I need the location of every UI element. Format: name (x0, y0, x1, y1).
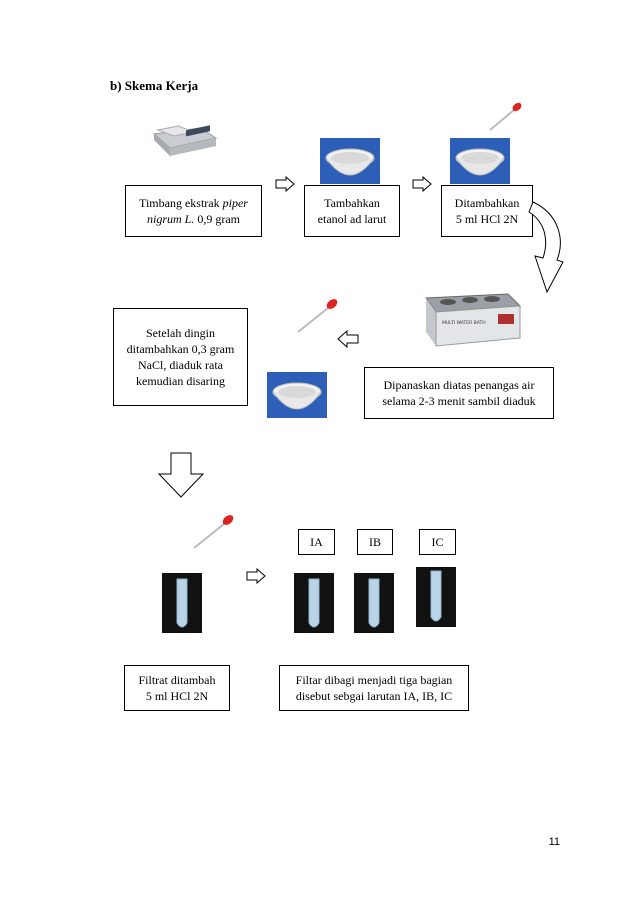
heating-box: Dipanaskan diatas penangas air selama 2-… (364, 367, 554, 419)
evaporating-dish-image (450, 138, 510, 184)
ethanol-line1: Tambahkan (324, 196, 380, 210)
tube-label-ib: IB (357, 529, 393, 555)
hcl-line1: Ditambahkan (454, 196, 520, 210)
cool-line3: NaCl, diaduk rata (138, 358, 223, 372)
balance-image (152, 125, 218, 156)
ethanol-line2: etanol ad larut (317, 212, 387, 226)
dropper-pipette-image (297, 299, 338, 333)
weigh-extract-box: Timbang ekstrak piper nigrum L. 0,9 gram (125, 185, 262, 237)
divide-line2: disebut sebgai larutan IA, IB, IC (295, 689, 453, 703)
test-tube-image (162, 573, 202, 633)
arrow-right-icon (412, 175, 432, 193)
cool-line1: Setelah dingin (146, 326, 215, 340)
tube-label-ia: IA (298, 529, 335, 555)
dropper-pipette-image (489, 102, 522, 131)
test-tube-image-ia (294, 573, 334, 633)
water-bath-image: MULTI WATER BATH (425, 293, 522, 347)
page-number: 11 (548, 836, 560, 848)
weigh-line1: Timbang ekstrak (139, 196, 223, 210)
cool-line2: ditambahkan 0,3 gram (126, 342, 235, 356)
heat-line2: selama 2-3 menit sambil diaduk (382, 394, 536, 408)
filtrate-line2: 5 ml HCl 2N (145, 689, 209, 703)
add-ethanol-box: Tambahkan etanol ad larut (304, 185, 400, 237)
hcl-line2: 5 ml HCl 2N (455, 212, 519, 226)
arrow-right-icon (275, 175, 295, 193)
curved-arrow-down-icon (528, 201, 564, 294)
filtrate-line1: Filtrat ditambah (138, 673, 216, 687)
evaporating-dish-image (267, 372, 327, 418)
tube-label-ic: IC (419, 529, 456, 555)
divide-box: Filtar dibagi menjadi tiga bagian disebu… (279, 665, 469, 711)
add-hcl-box: Ditambahkan 5 ml HCl 2N (441, 185, 533, 237)
arrow-right-icon (246, 567, 266, 585)
heat-line1: Dipanaskan diatas penangas air (383, 378, 535, 392)
cool-line4: kemudian disaring (136, 374, 225, 388)
divide-line1: Filtar dibagi menjadi tiga bagian (295, 673, 453, 687)
arrow-left-icon (337, 329, 359, 349)
filtrate-box: Filtrat ditambah 5 ml HCl 2N (124, 665, 230, 711)
test-tube-image-ic (416, 567, 456, 627)
weigh-line2: 0,9 gram (194, 212, 240, 226)
test-tube-image-ib (354, 573, 394, 633)
section-heading: b) Skema Kerja (110, 78, 199, 93)
cooling-box: Setelah dingin ditambahkan 0,3 gram NaCl… (113, 308, 248, 406)
arrow-down-icon (157, 452, 205, 498)
weigh-species-italic: piper (222, 196, 248, 210)
water-bath-label: MULTI WATER BATH (442, 320, 486, 326)
dropper-pipette-image (193, 515, 234, 549)
evaporating-dish-image (320, 138, 380, 184)
weigh-species-italic-2: nigrum L. (147, 212, 195, 226)
